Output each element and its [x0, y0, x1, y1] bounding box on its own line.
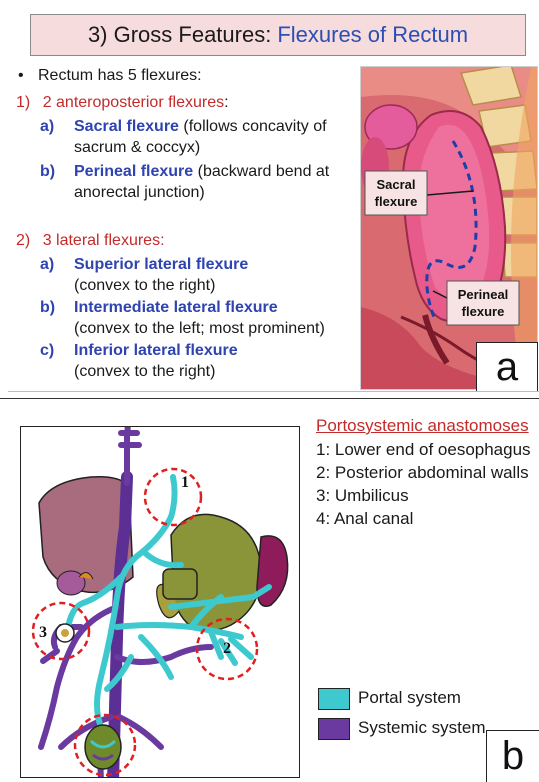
- section1-colon: :: [224, 94, 228, 111]
- intro-bullet: •: [18, 67, 24, 85]
- title-prefix: 3) Gross Features:: [88, 22, 271, 48]
- section1-heading: 1) 2 anteroposterior flexures:: [16, 94, 229, 112]
- portosystemic-diagram: 1 2 3: [20, 426, 300, 778]
- diagram-marker-1: 1: [181, 474, 189, 491]
- slide-title: 3) Gross Features: Flexures of Rectum: [30, 14, 526, 56]
- perineal-flexure-label-line2: flexure: [462, 304, 505, 319]
- intro-text: Rectum has 5 flexures:: [38, 67, 202, 85]
- s2-item-a-marker: a): [40, 256, 54, 274]
- s1-item-b-marker: b): [40, 163, 55, 181]
- site-3: 3: Umbilicus: [316, 486, 409, 506]
- legend-swatch-systemic: [318, 718, 350, 740]
- title-accent: Flexures of Rectum: [277, 22, 468, 48]
- s1-item-b-desc2: anorectal junction): [74, 184, 205, 202]
- section2-heading: 2) 3 lateral flexures:: [16, 232, 165, 250]
- s2-item-a-desc: (convex to the right): [74, 277, 215, 295]
- legend-label-systemic: Systemic system: [358, 718, 486, 738]
- s2-item-a-name: Superior lateral flexure: [74, 256, 248, 274]
- panel-divider: [8, 391, 539, 392]
- s1-item-b: Perineal flexure (backward bend at: [74, 163, 329, 181]
- sacral-flexure-label-line2: flexure: [375, 194, 418, 209]
- legend-swatch-portal: [318, 688, 350, 710]
- s2-item-c-marker: c): [40, 342, 54, 360]
- s2-item-c-name: Inferior lateral flexure: [74, 342, 238, 360]
- s1-item-a-marker: a): [40, 118, 54, 136]
- s2-item-b-marker: b): [40, 299, 55, 317]
- section1-title: 2 anteroposterior flexures: [43, 94, 224, 111]
- s1-item-a-desc2: sacrum & coccyx): [74, 139, 200, 157]
- section2-title: 3 lateral flexures:: [43, 232, 165, 249]
- site-2: 2: Posterior abdominal walls: [316, 463, 529, 483]
- portosystemic-heading: Portosystemic anastomoses: [316, 416, 529, 436]
- s1-item-b-desc: (backward bend at: [193, 163, 329, 180]
- diagram-marker-2: 2: [223, 640, 231, 657]
- diagram-marker-3: 3: [39, 624, 47, 641]
- sacral-flexure-label-line1: Sacral: [376, 177, 415, 192]
- site-4: 4: Anal canal: [316, 509, 413, 529]
- s1-item-a-name: Sacral flexure: [74, 118, 179, 135]
- panel-b-letter: b: [486, 730, 539, 782]
- portosystemic-diagram-svg: 1 2 3: [21, 427, 300, 778]
- site-1: 1: Lower end of oesophagus: [316, 440, 531, 460]
- legend-label-portal: Portal system: [358, 688, 461, 708]
- section2-number: 2): [16, 232, 30, 249]
- s2-item-c-desc: (convex to the right): [74, 363, 215, 381]
- s1-item-a-desc: (follows concavity of: [179, 118, 327, 135]
- s2-item-b-name: Intermediate lateral flexure: [74, 299, 278, 317]
- s1-item-a: Sacral flexure (follows concavity of: [74, 118, 327, 136]
- s1-item-b-name: Perineal flexure: [74, 163, 193, 180]
- perineal-flexure-label-line1: Perineal: [458, 287, 509, 302]
- panel-a-letter: a: [476, 342, 538, 392]
- panel-a: 3) Gross Features: Flexures of Rectum • …: [0, 0, 539, 392]
- s2-item-b-desc: (convex to the left; most prominent): [74, 320, 325, 338]
- section1-number: 1): [16, 94, 30, 111]
